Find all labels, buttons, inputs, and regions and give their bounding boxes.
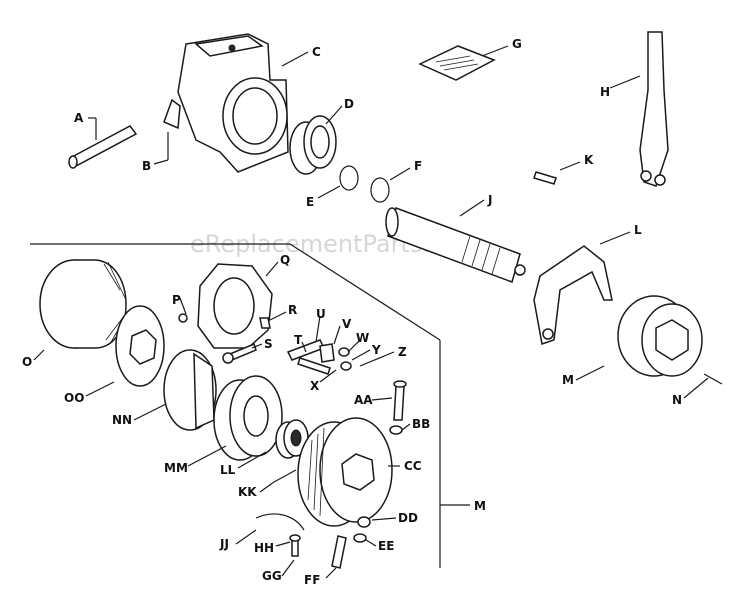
label-c: C — [312, 45, 321, 59]
label-nn: NN — [112, 413, 132, 427]
part-n-pin — [703, 373, 723, 385]
label-gg: GG — [262, 569, 282, 583]
label-s: S — [264, 337, 273, 351]
part-kk-spring — [273, 469, 297, 483]
part-p-nut — [178, 313, 188, 323]
part-b-key — [163, 98, 181, 130]
label-w: W — [356, 331, 369, 345]
part-oo-plate — [115, 305, 165, 387]
part-ll-bearing — [275, 419, 309, 459]
leader-lines — [33, 45, 709, 579]
label-kk: KK — [238, 485, 257, 499]
part-f-snap-ring — [370, 177, 390, 203]
label-ee: EE — [378, 539, 394, 553]
label-oo: OO — [64, 391, 84, 405]
label-m-assembly: M — [474, 499, 486, 513]
label-t: T — [294, 333, 303, 347]
part-r-bolt — [259, 317, 271, 329]
label-f: F — [414, 159, 422, 173]
label-d: D — [344, 97, 354, 111]
part-c-housing — [177, 33, 289, 173]
part-g-nameplate — [418, 45, 496, 81]
label-j: J — [487, 193, 492, 207]
label-bb: BB — [412, 417, 430, 431]
label-a: A — [74, 111, 84, 125]
label-l: L — [634, 223, 642, 237]
part-k-key — [533, 171, 557, 185]
part-e-snap-ring — [339, 165, 359, 191]
part-j-shaft — [385, 207, 526, 283]
label-cc: CC — [404, 459, 422, 473]
part-nn-shoe — [163, 349, 217, 431]
part-s-screw — [222, 342, 257, 364]
subassembly-bracket — [30, 243, 470, 568]
part-ff-bolt — [331, 535, 347, 569]
label-p: P — [172, 293, 181, 307]
part-h-handle — [639, 31, 669, 187]
part-bb-washer — [389, 425, 403, 435]
part-linkage — [286, 339, 352, 375]
part-m-clutch — [617, 295, 703, 377]
part-dd-nut — [357, 516, 371, 528]
label-ll: LL — [220, 463, 236, 477]
part-gg-screw — [289, 534, 301, 557]
part-mm-plate — [213, 375, 283, 461]
label-k: K — [584, 153, 594, 167]
label-jj: JJ — [219, 537, 229, 551]
part-q-flange — [197, 263, 273, 349]
label-r: R — [288, 303, 297, 317]
part-d-bearing — [289, 115, 337, 175]
label-b: B — [142, 159, 151, 173]
part-o-drum — [39, 259, 129, 349]
label-h: H — [600, 85, 610, 99]
label-hh: HH — [254, 541, 274, 555]
label-ff: FF — [304, 573, 320, 587]
label-y: Y — [371, 343, 381, 357]
part-aa-bolt — [393, 380, 407, 421]
label-e: E — [306, 195, 314, 209]
part-jj-clip — [255, 513, 305, 531]
label-mm: MM — [164, 461, 188, 475]
label-z: Z — [398, 345, 407, 359]
part-ee-washer — [353, 533, 367, 543]
label-u: U — [316, 307, 326, 321]
label-aa: AA — [354, 393, 373, 407]
label-x: X — [310, 379, 320, 393]
label-g: G — [512, 37, 522, 51]
part-a-pin — [68, 125, 138, 169]
part-cc-clutch-body — [297, 417, 393, 527]
label-m-right: M — [562, 373, 574, 387]
label-n: N — [672, 393, 682, 407]
label-v: V — [342, 317, 352, 331]
label-dd: DD — [398, 511, 418, 525]
label-q: Q — [280, 253, 290, 267]
label-o: O — [22, 355, 32, 369]
part-l-shifter-fork — [533, 245, 613, 345]
